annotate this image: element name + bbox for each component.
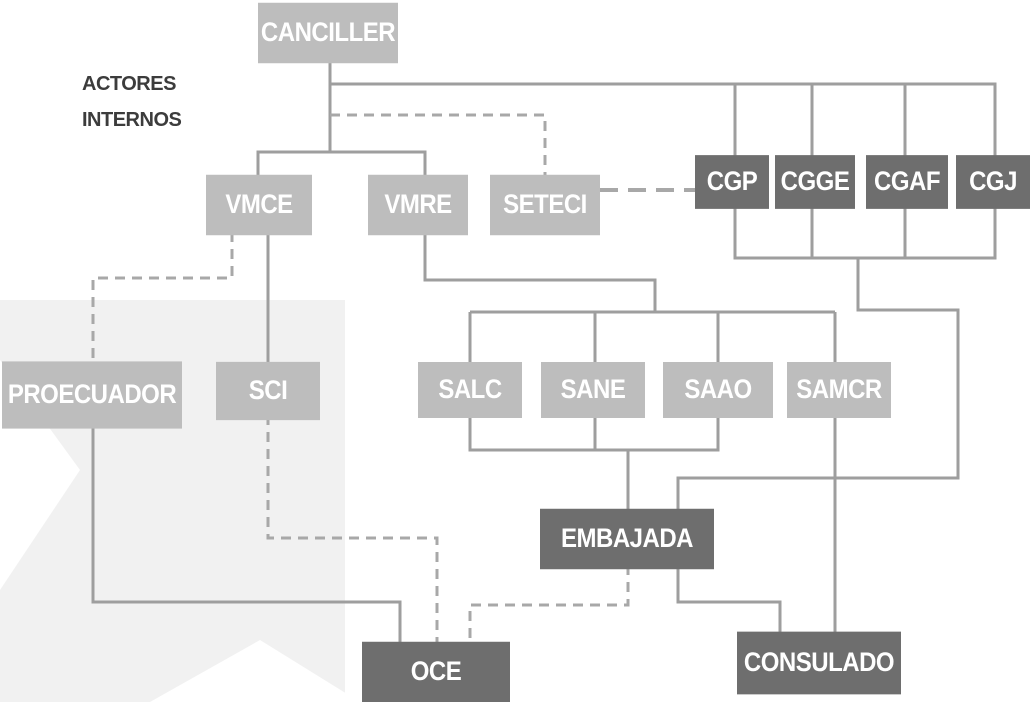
cgaf-node: CGAF (866, 155, 948, 209)
sci-node: SCI (216, 361, 320, 421)
caption-line-1: ACTORES (82, 73, 176, 95)
dashed-connectors (91, 113, 695, 645)
vmce-node: VMCE (206, 174, 312, 236)
embajada-node: EMBAJADA (540, 508, 714, 570)
watermark-arrow (150, 640, 360, 702)
consulado-node: CONSULADO (737, 631, 901, 695)
actores-internos-caption: ACTORES INTERNOS (82, 66, 182, 138)
cgp-node: CGP (695, 155, 769, 209)
caption-line-2: INTERNOS (82, 109, 182, 131)
saao-node: SAAO (663, 362, 773, 418)
oce-node: OCE (362, 641, 510, 702)
vmre-node: VMRE (368, 174, 468, 236)
samcr-node: SAMCR (787, 362, 891, 418)
watermark-shape (0, 300, 345, 702)
cgj-node: CGJ (956, 155, 1030, 209)
cgge-node: CGGE (775, 155, 855, 209)
salc-node: SALC (418, 362, 522, 418)
proecuador-node: PROECUADOR (2, 361, 182, 429)
canciller-node: CANCILLER (258, 2, 398, 64)
seteci-node: SETECI (490, 174, 600, 236)
sane-node: SANE (541, 362, 645, 418)
